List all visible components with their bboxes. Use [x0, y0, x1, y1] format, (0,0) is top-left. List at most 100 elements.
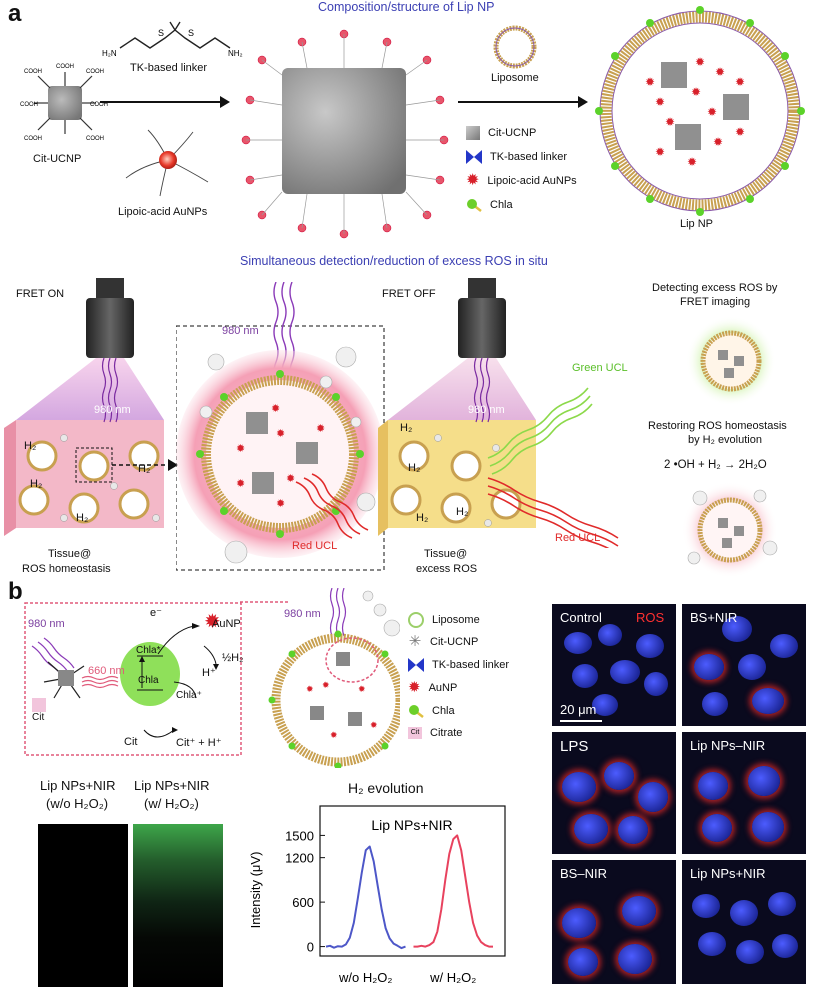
gel-image-without-h2o2 — [38, 824, 128, 987]
label-h2: H₂ — [76, 512, 89, 524]
lip-np-green-glow — [686, 316, 776, 406]
svg-text:✹: ✹ — [713, 135, 723, 149]
legend-a-label: Chla — [490, 199, 513, 211]
svg-text:✹: ✹ — [665, 115, 675, 129]
svg-text:✹: ✹ — [695, 55, 705, 69]
series-line-0 — [325, 845, 406, 950]
red-star-icon: ✹ — [408, 679, 421, 696]
label-restore-2: by H₂ evolution — [688, 434, 762, 446]
micro-label-bs-minus: BS–NIR — [560, 866, 607, 881]
y-axis: 0 600 1200 1500 — [285, 828, 325, 955]
svg-text:✹: ✹ — [735, 75, 745, 89]
legend-b-item: Liposome — [408, 612, 480, 628]
micro-lps: LPS — [552, 732, 676, 854]
svg-text:✹: ✹ — [715, 65, 725, 79]
tissue-excess-ros-illustration — [378, 278, 619, 548]
legend-a-label: Cit-UCNP — [488, 127, 537, 139]
zoomed-lip-np-fret-on: ✹✹✹✹✹✹✹ — [176, 282, 385, 571]
label-980nm-tissue2: 980 nm — [468, 404, 505, 416]
liposome-small-icon — [493, 25, 537, 69]
svg-text:✹: ✹ — [370, 720, 378, 730]
label-detect-1: Detecting excess ROS by — [652, 282, 778, 294]
micro-label-lip-plus: Lip NPs+NIR — [690, 866, 766, 881]
legend-b-item: ✳ Cit-UCNP — [408, 633, 479, 650]
panel-letter-b: b — [8, 578, 23, 605]
svg-text:COOH: COOH — [86, 69, 104, 75]
y-tick-label: 1500 — [285, 828, 314, 843]
label-980nm-zoom: 980 nm — [222, 325, 259, 337]
svg-text:✹: ✹ — [322, 680, 330, 690]
label-660nm: 660 nm — [88, 665, 125, 677]
svg-text:✹: ✹ — [236, 443, 245, 455]
label-h2: H₂ — [400, 422, 413, 434]
lip-np-red-glow — [682, 482, 778, 578]
gel-image-with-h2o2 — [133, 824, 223, 987]
green-lollipop-icon — [409, 705, 424, 718]
micro-bs-minus-nir: BS–NIR — [552, 860, 676, 984]
label-chla: Chla — [138, 675, 159, 686]
bowtie-linker-icon — [466, 150, 482, 164]
label-reaction: 2 •OH + H₂ → 2H₂O — [664, 459, 767, 471]
label-h2: H₂ — [24, 440, 37, 452]
micro-label-ros: ROS — [636, 610, 665, 625]
svg-text:✹: ✹ — [236, 478, 245, 490]
legend-b-item: TK-based linker — [408, 658, 509, 672]
svg-text:✹: ✹ — [655, 145, 665, 159]
label-h-plus: H⁺ — [202, 667, 216, 679]
x-category-label: w/o H₂O₂ — [338, 970, 392, 985]
mechanism-scheme: ✹ — [24, 602, 242, 756]
label-detect-2: FRET imaging — [680, 296, 751, 308]
title-simultaneous: Simultaneous detection/reduction of exce… — [240, 254, 548, 268]
y-tick-label: 600 — [292, 895, 314, 910]
legend-b-label: Chla — [432, 705, 455, 717]
bowtie-linker-icon — [408, 658, 424, 672]
svg-text:COOH: COOH — [86, 136, 104, 142]
label-chla-plus: Chla⁺ — [176, 690, 202, 701]
lip-np-panel-b: ✹✹✹✹✹ — [240, 588, 400, 768]
label-fret-off: FRET OFF — [382, 288, 436, 300]
label-980nm-tissue1: 980 nm — [94, 404, 131, 416]
title-composition: Composition/structure of Lip NP — [318, 0, 495, 14]
svg-text:✹: ✹ — [271, 403, 280, 415]
svg-text:✹: ✹ — [687, 155, 697, 169]
svg-text:✹: ✹ — [286, 473, 295, 485]
scale-bar-label: 20 μm — [560, 702, 597, 717]
svg-text:✹: ✹ — [645, 75, 655, 89]
micro-lip-plus-nir: Lip NPs+NIR — [682, 860, 806, 984]
svg-text:COOH: COOH — [24, 69, 42, 75]
svg-text:✹: ✹ — [691, 85, 701, 99]
svg-text:✹: ✹ — [276, 498, 285, 510]
svg-text:✹: ✹ — [204, 611, 221, 633]
svg-text:✹: ✹ — [655, 95, 665, 109]
label-h2: H₂ — [30, 478, 43, 490]
label-half-h2: ½H₂ — [222, 652, 244, 664]
svg-text:✹: ✹ — [707, 105, 717, 119]
label-red-ucl-2: Red UCL — [555, 532, 601, 544]
y-tick-label: 1200 — [285, 851, 314, 866]
label-980nm-scheme: 980 nm — [28, 618, 65, 630]
svg-text:✹: ✹ — [735, 125, 745, 139]
label-restore-1: Restoring ROS homeostasis — [648, 420, 787, 432]
chart-inner-title: Lip NPs+NIR — [371, 817, 452, 833]
label-tissue-homeo-2: ROS homeostasis — [22, 563, 111, 575]
spiky-ucnp-icon: ✳ — [408, 633, 422, 650]
label-electron: e⁻ — [150, 607, 162, 619]
cit-box-icon: Cit — [408, 727, 422, 739]
gel-col1-line2: (w/o H₂O₂) — [46, 796, 109, 811]
label-cit-ucnp: Cit-UCNP — [33, 153, 82, 165]
svg-text:COOH: COOH — [90, 102, 108, 108]
micro-control: Control ROS 20 μm — [552, 604, 676, 726]
legend-b-item: Chla — [408, 704, 455, 718]
svg-text:H₂N: H₂N — [102, 49, 117, 58]
chart-title: H₂ evolution — [348, 780, 424, 796]
tissue-homeostasis-illustration — [4, 278, 164, 536]
svg-text:COOH: COOH — [56, 64, 74, 70]
y-tick-label: 0 — [307, 940, 314, 955]
zoom-arrow — [112, 459, 178, 471]
legend-b-label: AuNP — [428, 682, 458, 694]
label-h2: H₂ — [456, 506, 469, 518]
label-tk-linker: TK-based linker — [130, 62, 208, 74]
green-lollipop-icon — [467, 199, 482, 212]
